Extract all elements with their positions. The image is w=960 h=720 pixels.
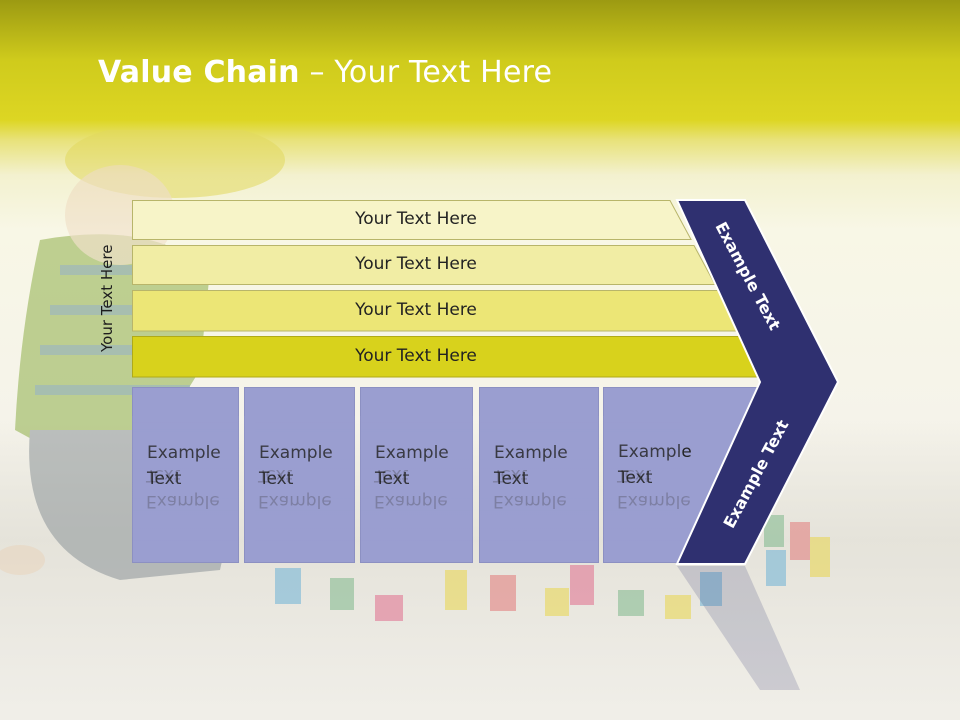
support-bar-1: Your Text Here — [132, 200, 692, 240]
hard-hat-shape — [65, 130, 285, 198]
title-bold: Value Chain — [98, 55, 300, 90]
support-bar-3: Your Text Here — [132, 290, 740, 332]
margin-chevron-reflection — [677, 566, 800, 690]
activity-box-3-label: Example Text — [375, 443, 449, 489]
margin-chevron-shape — [675, 199, 840, 565]
support-bar-4-label: Your Text Here — [355, 346, 477, 366]
support-bar-2: Your Text Here — [132, 245, 716, 285]
support-bar-4: Your Text Here — [132, 336, 764, 378]
title-rest: – Your Text Here — [299, 55, 553, 90]
activity-box-1-label: Example Text — [147, 443, 221, 489]
slide-title: Value Chain – Your Text Here — [98, 55, 552, 90]
support-bar-1-label: Your Text Here — [355, 209, 477, 229]
activity-box-2: Example Text — [244, 387, 355, 563]
activity-box-4-label: Example Text — [494, 443, 568, 489]
support-bar-3-label: Your Text Here — [355, 300, 477, 320]
activity-box-5-label: Example Text — [618, 442, 692, 488]
activity-box-1: Example Text — [132, 387, 239, 563]
activity-box-2-label: Example Text — [259, 443, 333, 489]
activity-box-4: Example Text — [479, 387, 599, 563]
face-shape — [65, 165, 175, 265]
hand-shape — [0, 545, 45, 575]
activity-box-3: Example Text — [360, 387, 473, 563]
support-bar-2-label: Your Text Here — [355, 254, 477, 274]
